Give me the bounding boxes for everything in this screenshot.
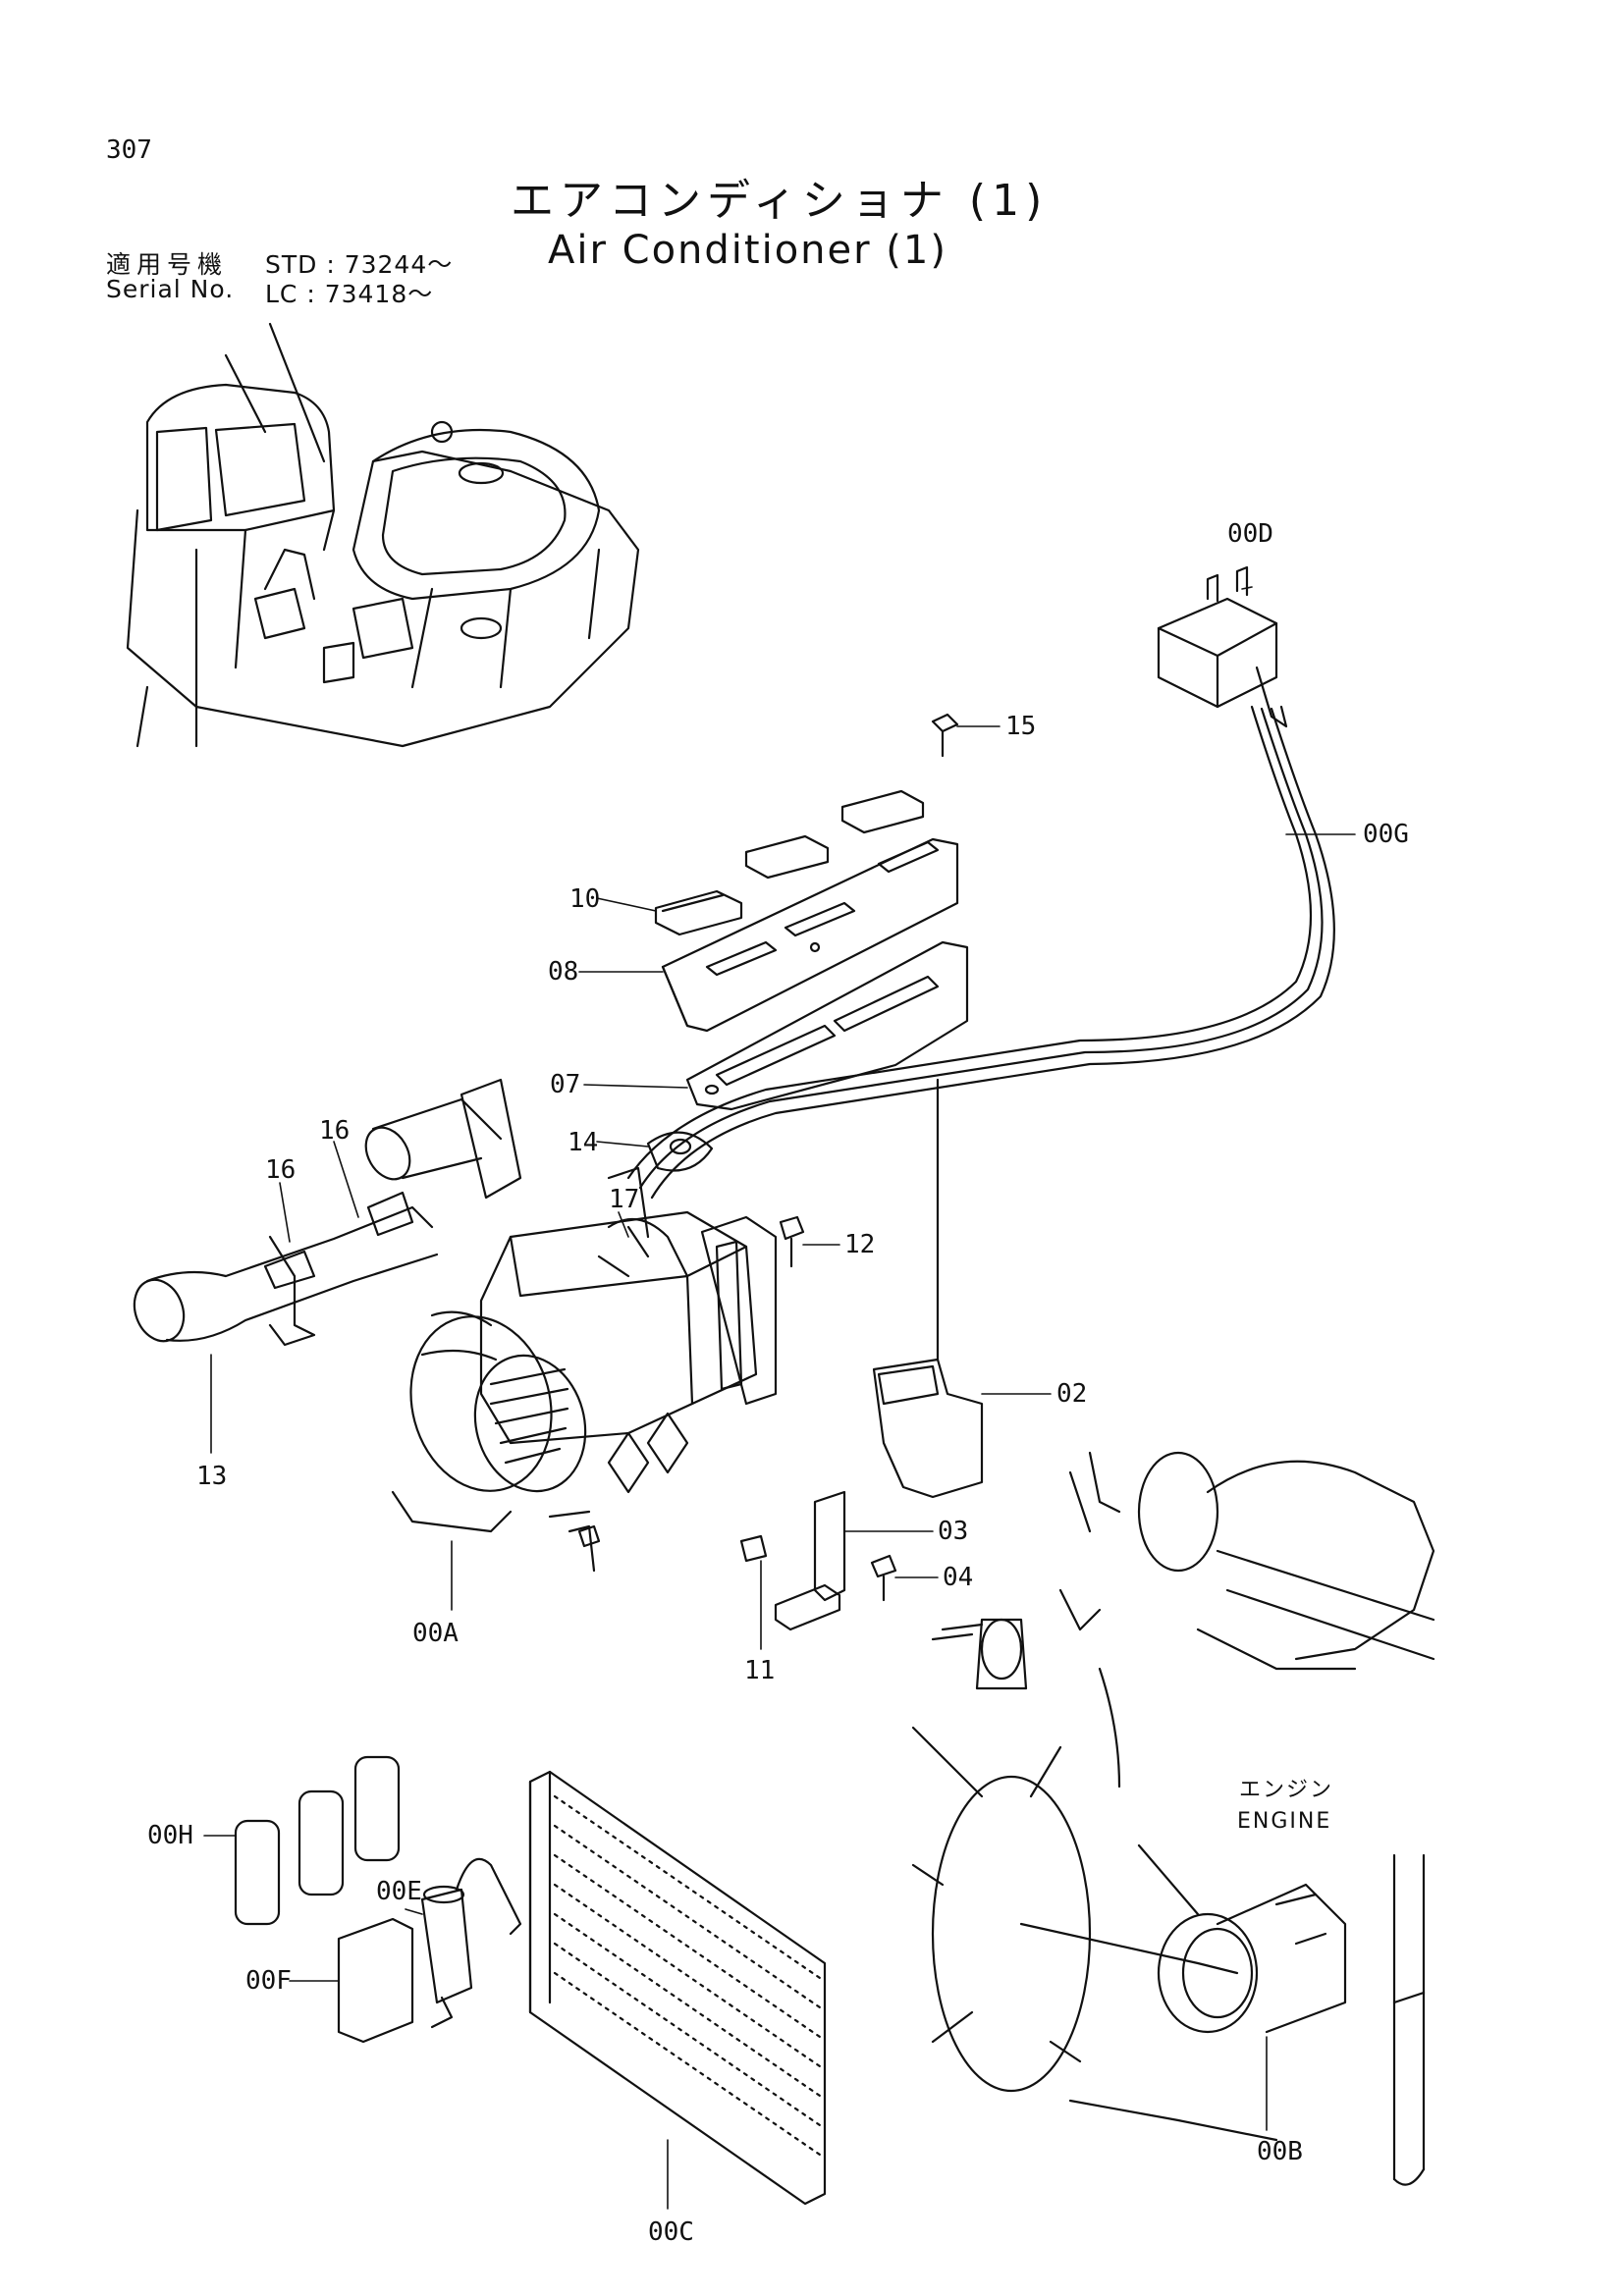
switch-panel-00D-illustration xyxy=(626,565,1335,1200)
serial-label-english: Serial No. xyxy=(106,275,235,303)
engine-label-japanese: エンジン xyxy=(1239,1778,1333,1802)
callout-16-lower: 16 xyxy=(265,1155,296,1185)
receiver-drier-00E-illustration xyxy=(337,1857,522,2044)
engine-label-english: ENGINE xyxy=(1237,1809,1331,1834)
callout-04: 04 xyxy=(943,1563,973,1592)
engine-illustration xyxy=(911,1451,1435,2186)
callout-00G: 00G xyxy=(1363,820,1409,849)
callout-12: 12 xyxy=(844,1230,875,1259)
callout-labels: 00D 15 00G 10 08 07 14 16 16 17 12 02 13… xyxy=(147,519,1409,2247)
callout-00A: 00A xyxy=(412,1619,459,1648)
callout-14: 14 xyxy=(568,1128,598,1157)
callout-07: 07 xyxy=(550,1070,580,1099)
callout-00C: 00C xyxy=(648,2217,694,2247)
hose-13-16-illustration xyxy=(133,1078,522,1347)
callout-11: 11 xyxy=(744,1656,775,1685)
excavator-overview-illustration xyxy=(126,322,640,748)
callout-03: 03 xyxy=(938,1517,968,1546)
callout-08: 08 xyxy=(548,957,578,987)
condenser-00C-illustration xyxy=(528,1770,827,2206)
callout-00F: 00F xyxy=(245,1966,292,1996)
filters-00H-illustration xyxy=(234,1755,401,1926)
callout-13: 13 xyxy=(196,1462,227,1491)
callout-17: 17 xyxy=(609,1185,639,1214)
page-number: 307 xyxy=(106,135,152,165)
callout-00E: 00E xyxy=(376,1877,422,1906)
callout-10: 10 xyxy=(569,884,600,914)
grommet-14-illustration xyxy=(646,1131,714,1172)
leader-lines xyxy=(203,586,1356,2210)
bracket-03-illustration xyxy=(774,1490,846,1631)
louver-10-illustration xyxy=(654,789,925,936)
serial-label-japanese: 適用号機 xyxy=(106,250,229,279)
title-japanese: エアコンディショナ (1) xyxy=(511,176,1049,226)
callout-16-upper: 16 xyxy=(319,1116,350,1146)
duct-07-illustration xyxy=(685,940,969,1111)
callout-15: 15 xyxy=(1005,712,1036,741)
bolts-illustration xyxy=(577,713,959,1602)
serial-lc-value: LC : 73418～ xyxy=(265,280,434,308)
duct-cover-08-illustration xyxy=(661,837,959,1033)
ac-unit-00A-illustration xyxy=(391,1166,778,1573)
title-english: Air Conditioner (1) xyxy=(548,228,947,273)
callout-00D: 00D xyxy=(1227,519,1273,549)
duct-02-illustration xyxy=(872,1078,984,1499)
callout-00H: 00H xyxy=(147,1821,193,1850)
serial-std-value: STD : 73244～ xyxy=(265,250,454,279)
callout-00B: 00B xyxy=(1257,2137,1303,2166)
callout-02: 02 xyxy=(1056,1379,1087,1409)
